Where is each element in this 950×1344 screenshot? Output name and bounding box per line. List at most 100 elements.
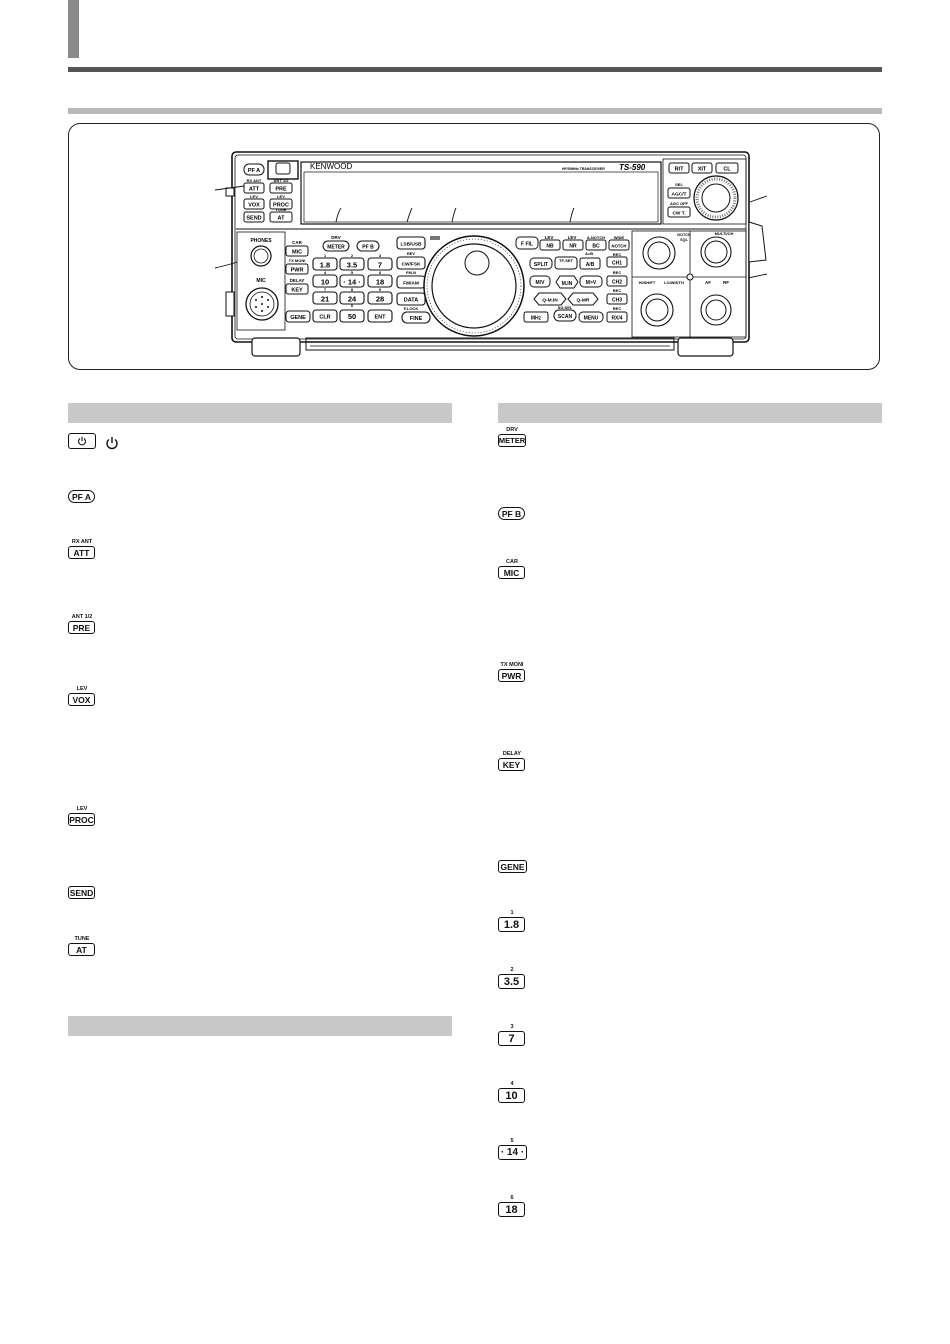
band-5-caption: 5	[510, 1138, 514, 1144]
rxant-caption: RX ANT	[71, 539, 93, 545]
rec-label-2: REC	[613, 270, 622, 275]
nr-key-label: NR	[569, 244, 577, 250]
min-key-label: M.IN	[562, 281, 573, 287]
meter-key: METER	[498, 434, 526, 447]
model-label: TS-590	[619, 163, 646, 172]
cwt-key-label: CW T.	[672, 211, 685, 217]
car-label: CAR	[292, 240, 302, 245]
bc-key-label: BC	[592, 244, 600, 250]
tune-caption: TUNE	[74, 936, 90, 942]
att-key: ATT	[68, 546, 95, 559]
section-rule	[68, 108, 882, 114]
mic-key-label: MIC	[292, 250, 302, 256]
power-symbol-icon	[106, 437, 118, 450]
mic-key: MIC	[498, 566, 525, 579]
af-label: AF	[705, 280, 711, 285]
ffil-key-label: F FIL	[521, 242, 533, 248]
band-24-label: 24	[348, 295, 357, 304]
lev-nb-label: LEV	[545, 235, 554, 240]
band-10-label: 10	[321, 278, 329, 287]
band-4-caption: 4	[510, 1081, 514, 1087]
ant12-caption: ANT 1/2	[71, 614, 93, 620]
band-14-key: · 14 ·	[498, 1145, 527, 1160]
lev-label-2: LEV	[277, 194, 285, 199]
n6-label: 6	[379, 270, 382, 275]
band-1-caption: 1	[510, 910, 514, 916]
agcoff-label: AGC OFF	[670, 201, 689, 206]
txmoni-caption: TX MONI	[500, 662, 524, 668]
sgsel-label: SG.SEL	[558, 305, 573, 310]
pfa-key-label: PF A	[248, 168, 260, 174]
meter-key-label: METER	[327, 245, 345, 251]
rx4-key-label: RX/4	[611, 316, 622, 322]
mgtv-key-label: M>V	[586, 280, 597, 286]
scan-key-label: SCAN	[558, 314, 573, 320]
subtitle-label: HF/50MHz TRANSCEIVER	[562, 167, 605, 171]
nb-key-label: NB	[546, 244, 554, 250]
drv-caption: DRV	[506, 427, 518, 433]
power-icon	[77, 436, 87, 446]
brand-label: KENWOOD	[310, 162, 352, 171]
n3-label: 3	[379, 253, 382, 258]
ab-key-label: A/B	[586, 262, 595, 268]
vox-lev-caption: LEV	[76, 686, 88, 692]
rit-key-label: RIT	[675, 167, 685, 173]
front-panel-diagram: KENWOOD HF/50MHz TRANSCEIVER TS-590 PF A…	[214, 151, 768, 357]
ab2-label: A=B	[585, 251, 593, 256]
at-key-label: AT	[278, 216, 286, 222]
sel-label: SEL	[675, 182, 683, 187]
qmr-key-label: Q-MR	[577, 298, 590, 304]
pwr-key: PWR	[498, 669, 525, 682]
lev-nr-label: LEV	[568, 235, 577, 240]
send-key: SEND	[68, 886, 95, 899]
pre-key: PRE	[68, 621, 95, 634]
notch-key-label: NOTCH	[612, 244, 627, 249]
att-key-label: ATT	[249, 187, 260, 193]
cwfsk-key-label: CW/FSK	[402, 262, 421, 268]
vox-key: VOX	[68, 693, 95, 706]
proc-lev-caption: LEV	[76, 806, 88, 812]
rec-label-3: REC	[613, 288, 622, 293]
delay-label: DELAY	[290, 278, 305, 283]
car-caption: CAR	[506, 559, 518, 565]
mv-key-label: M/V	[536, 280, 546, 286]
qmin-key-label: Q-M.IN	[542, 298, 558, 304]
right-section-header	[498, 403, 882, 423]
rxant-label: RX ANT	[247, 178, 262, 183]
proc-key-label: PROC	[273, 203, 289, 209]
band-7-key: 7	[498, 1031, 525, 1046]
hishift-label: HI/SHIFT	[639, 280, 656, 285]
ch2-key-label: CH2	[612, 280, 622, 286]
header-rule	[68, 67, 882, 72]
tune-label: TUNE	[276, 207, 287, 212]
n1-label: 1	[324, 253, 327, 258]
mic-jack-label: MIC	[256, 278, 266, 284]
pfb-key: PF B	[498, 507, 525, 520]
phones-label: PHONES	[250, 238, 272, 244]
front-panel-frame	[68, 123, 880, 370]
cl-key-label: CL	[723, 167, 731, 173]
rec-label-1: REC	[613, 252, 622, 257]
drv-label: DRV	[331, 235, 340, 240]
notch-knob-label: NOTCH	[677, 233, 691, 237]
xit-key-label: XIT	[698, 167, 707, 173]
band-3-caption: 3	[510, 1024, 514, 1030]
fmn-label: FM-N	[406, 270, 416, 275]
data-key-label: DATA	[404, 298, 418, 304]
flock-label: F.LOCK	[404, 306, 419, 311]
band-50-label: 50	[348, 312, 356, 321]
pwr-key-label: PWR	[291, 268, 304, 274]
band-18-key: 18	[498, 1202, 525, 1217]
gene-key-label: GENE	[290, 315, 306, 321]
band-6-caption: 6	[510, 1195, 514, 1201]
key-key: KEY	[498, 758, 525, 771]
anotch-label: A.NOTCH	[587, 235, 605, 240]
clr-key-label: CLR	[319, 315, 330, 321]
pfb-key-label: PF B	[362, 245, 374, 251]
rec-label-4: REC	[613, 306, 622, 311]
band-28-label: 28	[376, 295, 384, 304]
rev-label: REV	[407, 251, 416, 256]
n7-label: 7	[324, 287, 327, 292]
pre-key-label: PRE	[275, 187, 287, 193]
ch3-key-label: CH3	[612, 298, 622, 304]
